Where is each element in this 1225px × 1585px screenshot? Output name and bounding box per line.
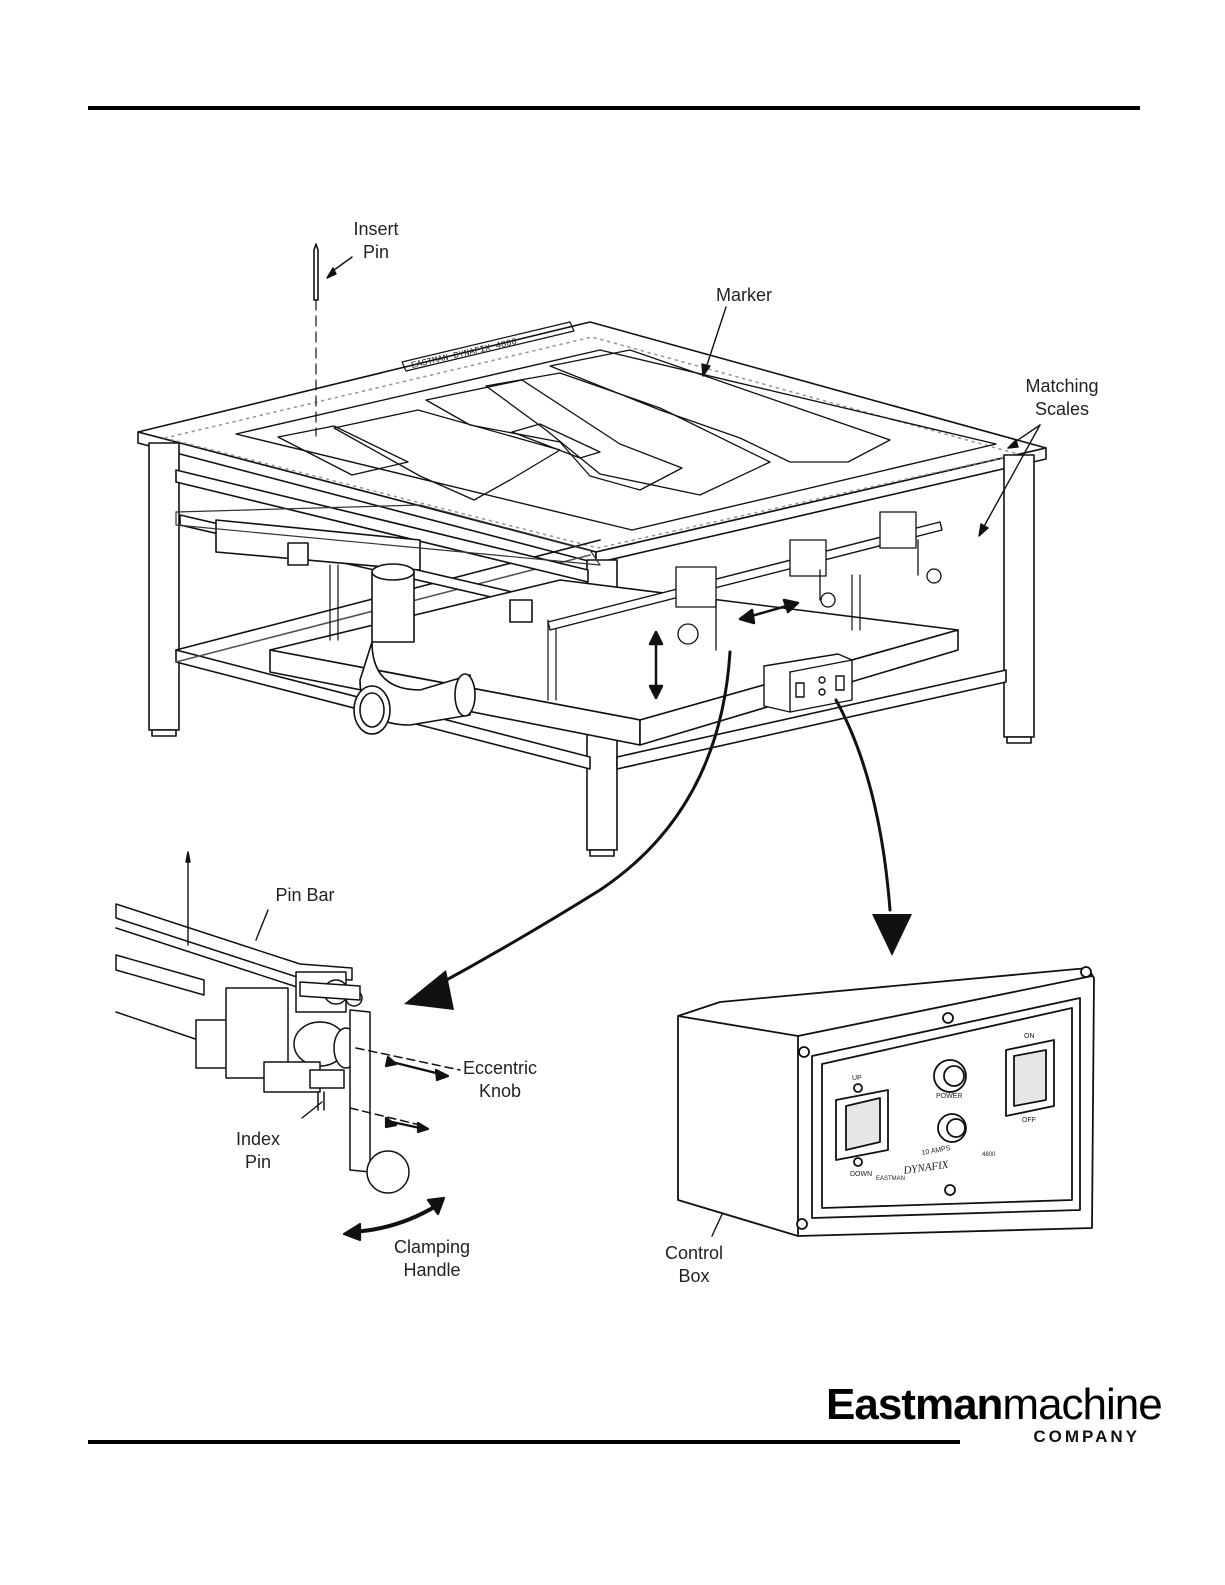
panel-down-label: DOWN xyxy=(850,1171,872,1178)
label-marker: Marker xyxy=(704,284,784,307)
panel-brand-label: EASTMAN xyxy=(876,1176,905,1182)
logo-wordmark: Eastmanmachine xyxy=(826,1380,1162,1430)
label-clamping-handle: Clamping Handle xyxy=(378,1236,486,1282)
panel-off-label: OFF xyxy=(1022,1117,1036,1124)
panel-up-label: UP xyxy=(852,1075,862,1082)
table-assembly: EASTMAN DYNAFIX 4800 xyxy=(138,244,1046,856)
panel-power-label: POWER xyxy=(936,1093,962,1100)
panel-on-label: ON xyxy=(1024,1033,1035,1040)
control-box-detail xyxy=(678,967,1094,1236)
panel-model-no: 4800 xyxy=(982,1152,996,1158)
label-insert-pin: Insert Pin xyxy=(340,218,412,264)
label-control-box: Control Box xyxy=(652,1242,736,1288)
label-pin-bar: Pin Bar xyxy=(262,884,348,907)
label-matching-scales: Matching Scales xyxy=(1012,375,1112,421)
logo-company: COMPANY xyxy=(1033,1428,1140,1446)
label-index-pin: Index Pin xyxy=(222,1128,294,1174)
eastman-machine-logo: Eastmanmachine COMPANY xyxy=(826,1380,1142,1450)
label-eccentric-knob: Eccentric Knob xyxy=(450,1057,550,1103)
